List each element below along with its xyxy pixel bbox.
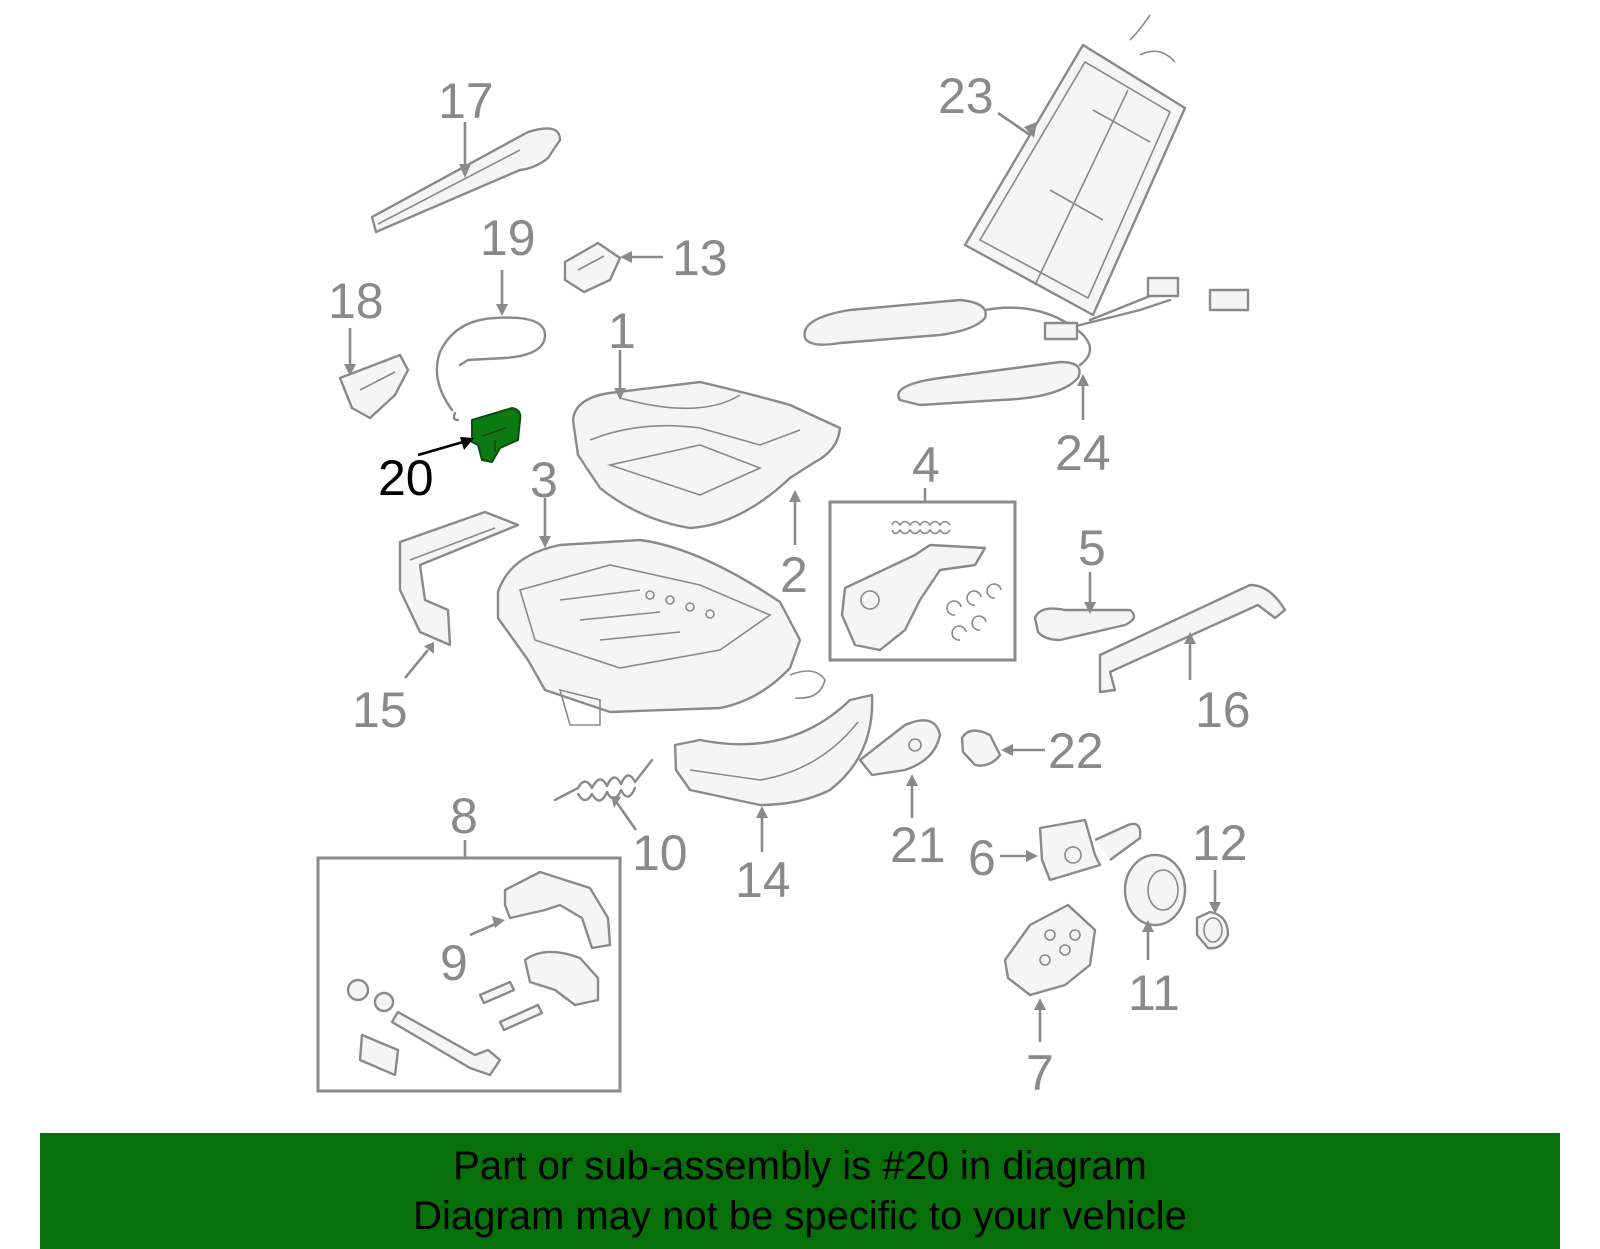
part-24-heater-mats-harness[interactable] [803, 276, 1250, 407]
part-20-highlighted-clip[interactable] [471, 406, 522, 464]
callout-19: 19 [480, 210, 536, 266]
callout-3: 3 [530, 452, 558, 508]
arrow-15 [424, 642, 434, 654]
part-22-cap[interactable] [960, 729, 1002, 767]
arrow-16 [1184, 632, 1196, 644]
part-4-recliner-mechanism[interactable] [840, 520, 1002, 652]
callout-17: 17 [438, 73, 494, 129]
part-8-hardware[interactable] [346, 950, 600, 1077]
part-21-bracket-plate[interactable] [858, 719, 942, 777]
part-23-backrest-frame[interactable] [963, 14, 1187, 317]
callout-12: 12 [1192, 815, 1248, 871]
arrow-5 [1084, 602, 1096, 614]
arrow-22 [1001, 744, 1013, 756]
part-11-gear[interactable] [1123, 853, 1187, 927]
part-19-cable[interactable] [435, 316, 547, 422]
part-9-handle[interactable] [503, 870, 612, 950]
callout-13: 13 [672, 230, 728, 286]
part-10-spring[interactable] [553, 758, 654, 802]
callout-2: 2 [780, 547, 808, 603]
callout-23: 23 [938, 68, 994, 124]
arrow-24 [1077, 374, 1089, 386]
arrow-13 [620, 251, 632, 263]
callout-9: 9 [440, 935, 468, 991]
banner-line-disclaimer: Diagram may not be specific to your vehi… [413, 1194, 1187, 1238]
callout-8: 8 [450, 788, 478, 844]
arrow-19 [496, 304, 508, 316]
info-banner: Part or sub-assembly is #20 in diagram D… [40, 1133, 1560, 1249]
arrow-17 [459, 164, 471, 178]
part-15-side-trim[interactable] [398, 510, 520, 647]
part-16-side-trim[interactable] [1098, 583, 1287, 694]
arrow-3 [539, 536, 551, 548]
callout-21: 21 [890, 817, 946, 873]
callout-24: 24 [1055, 425, 1111, 481]
arrow-9 [492, 916, 505, 928]
leader-10 [613, 799, 638, 831]
part-4-group-box [828, 500, 1017, 662]
callout-6: 6 [968, 830, 996, 886]
part-18-bracket[interactable] [338, 353, 410, 420]
part-5-trim-piece[interactable] [1033, 607, 1136, 642]
callout-11: 11 [1128, 965, 1180, 1021]
callout-10: 10 [632, 825, 688, 881]
callout-5: 5 [1078, 520, 1106, 576]
callout-4: 4 [912, 437, 940, 493]
arrow-6 [1026, 850, 1038, 862]
callout-1: 1 [608, 303, 636, 359]
part-12-bushing[interactable] [1195, 910, 1230, 950]
callout-15: 15 [352, 682, 408, 738]
part-17-trim-strip[interactable] [370, 127, 562, 234]
callout-7: 7 [1026, 1045, 1054, 1101]
callout-20: 20 [378, 450, 434, 506]
arrow-21 [906, 774, 918, 786]
callout-22: 22 [1048, 723, 1104, 779]
arrow-10 [611, 796, 621, 808]
leader-20 [417, 438, 471, 457]
arrow-2 [789, 490, 801, 502]
arrow-14 [756, 806, 768, 818]
part-14-front-trim[interactable] [673, 693, 874, 807]
arrow-18 [344, 364, 356, 376]
arrow-1 [614, 388, 626, 400]
arrow-23 [1024, 122, 1037, 138]
part-13-clip[interactable] [563, 241, 622, 294]
banner-line-part-number: Part or sub-assembly is #20 in diagram [453, 1144, 1147, 1188]
part-6-motor[interactable] [1038, 818, 1142, 882]
arrow-12 [1209, 902, 1221, 914]
leader-23 [997, 111, 1031, 137]
part-3-seat-frame[interactable] [496, 538, 826, 726]
part-1-cushion-pad[interactable] [571, 380, 842, 530]
arrow-7 [1034, 998, 1046, 1010]
arrow-11 [1142, 920, 1154, 932]
callout-16: 16 [1195, 682, 1251, 738]
callout-18: 18 [328, 273, 384, 329]
part-8-group-box [316, 856, 622, 1093]
leader-15 [403, 649, 430, 679]
arrow-20 [460, 437, 474, 450]
callout-14: 14 [735, 852, 791, 908]
part-7-gearbox-bracket[interactable] [1003, 903, 1097, 997]
